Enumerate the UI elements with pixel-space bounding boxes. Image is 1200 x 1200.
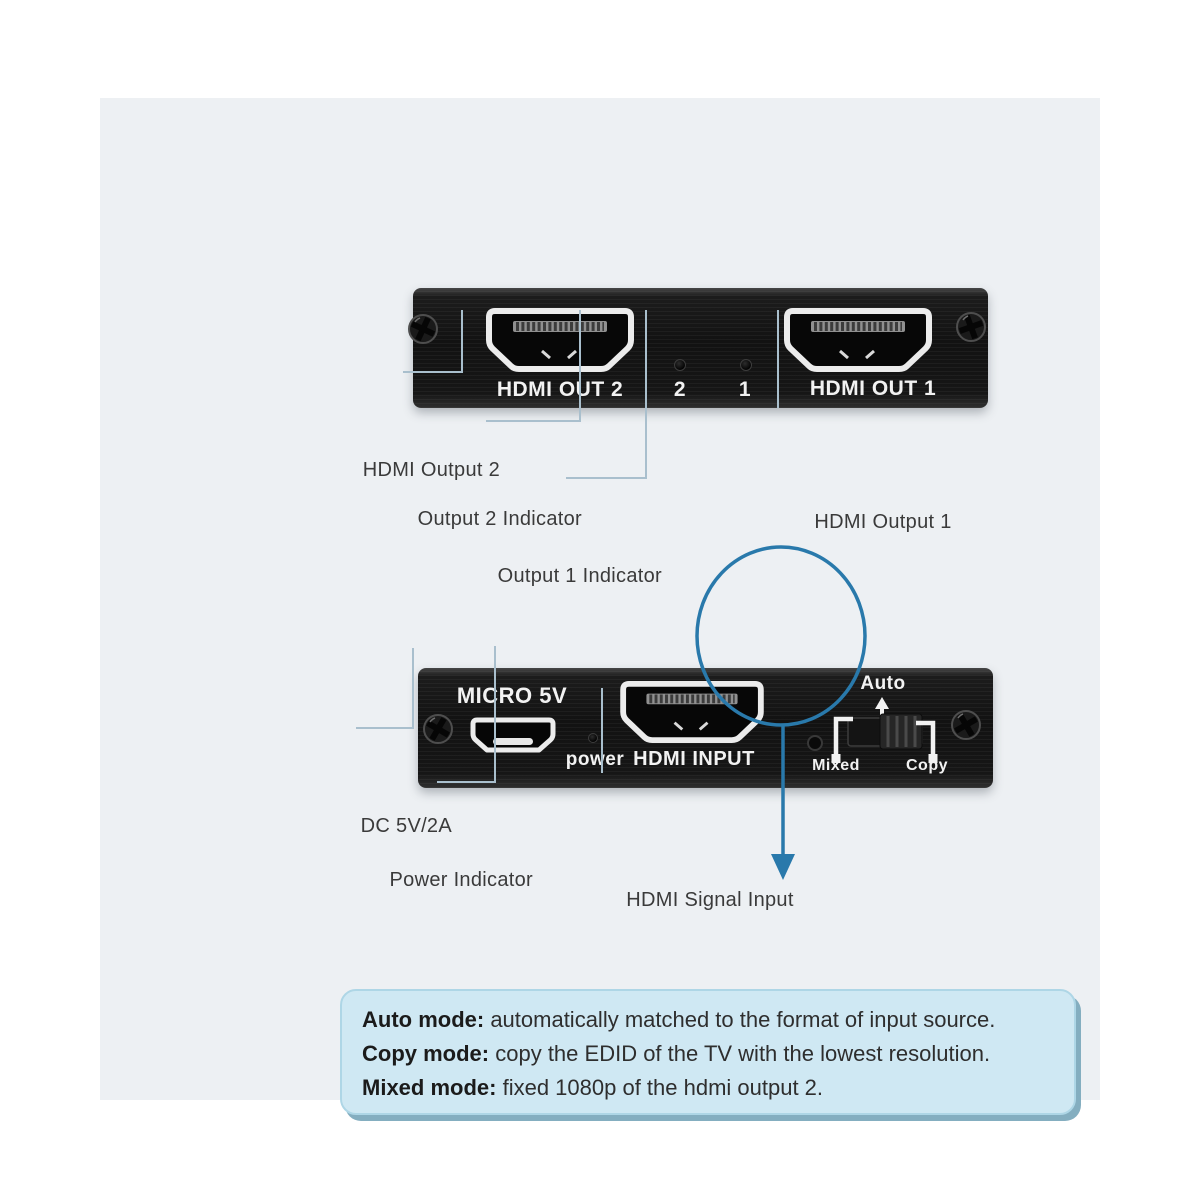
auto-pointer-icon [880, 707, 884, 718]
mode-description-box: Auto mode: automatically matched to the … [340, 989, 1076, 1115]
annotation-hdmi-output-1: HDMI Output 1 [814, 511, 952, 533]
auto-mode-text: automatically matched to the format of i… [484, 1007, 996, 1032]
copy-mode-text: copy the EDID of the TV with the lowest … [489, 1041, 991, 1066]
port-label-hdmi-out-2: HDMI OUT 2 [496, 378, 624, 401]
screw-icon [423, 714, 453, 744]
mode-switch [807, 697, 938, 763]
copy-mode-line: Copy mode: copy the EDID of the TV with … [362, 1037, 1054, 1071]
mixed-mode-title: Mixed mode: [362, 1075, 497, 1100]
switch-auto-label: Auto [860, 673, 906, 694]
output-panel: HDMI OUT 2 2 1 HDMI OUT 1 [408, 288, 988, 408]
copy-mode-title: Copy mode: [362, 1041, 490, 1066]
annotation-hdmi-output-2: HDMI Output 2 [362, 459, 500, 481]
led-label-2: 2 [673, 378, 687, 401]
switch-knob [879, 713, 923, 750]
led-label-1: 1 [738, 378, 752, 401]
micro-5v-label: MICRO 5V [456, 683, 568, 708]
switch-recess-hole [807, 735, 823, 751]
auto-mode-title: Auto mode: [362, 1007, 485, 1032]
annotation-dc-5v-2a: DC 5V/2A [360, 815, 452, 837]
input-panel: MICRO 5V power HDMI INPUT Auto [418, 668, 993, 788]
output-1-led [740, 359, 752, 371]
copy-position-bracket [916, 720, 936, 754]
micro-usb-port-icon [470, 717, 556, 753]
hdmi-out-1-port-icon [784, 308, 932, 372]
screw-icon [951, 710, 981, 740]
hdmi-input-port-icon [620, 680, 764, 744]
annotation-output-1-indicator: Output 1 Indicator [497, 565, 662, 587]
power-label: power [565, 749, 625, 770]
annotation-power-indicator: Power Indicator [389, 869, 533, 891]
mixed-mode-line: Mixed mode: fixed 1080p of the hdmi outp… [362, 1071, 1054, 1105]
output-2-led [674, 359, 686, 371]
port-label-hdmi-out-1: HDMI OUT 1 [809, 377, 937, 400]
annotation-output-2-indicator: Output 2 Indicator [417, 508, 582, 530]
power-led [588, 733, 598, 743]
hdmi-input-label: HDMI INPUT [633, 748, 755, 770]
screw-icon [956, 312, 986, 342]
auto-mode-line: Auto mode: automatically matched to the … [362, 1003, 1054, 1037]
diagram-canvas: HDMI OUT 2 2 1 HDMI OUT 1 [100, 98, 1100, 1115]
screw-icon [408, 314, 438, 344]
switch-mixed-label: Mixed [812, 757, 860, 774]
annotation-hdmi-signal-input: HDMI Signal Input [626, 889, 794, 911]
switch-copy-label: Copy [906, 757, 948, 774]
mixed-mode-text: fixed 1080p of the hdmi output 2. [496, 1075, 824, 1100]
hdmi-out-2-port-icon [486, 308, 634, 372]
